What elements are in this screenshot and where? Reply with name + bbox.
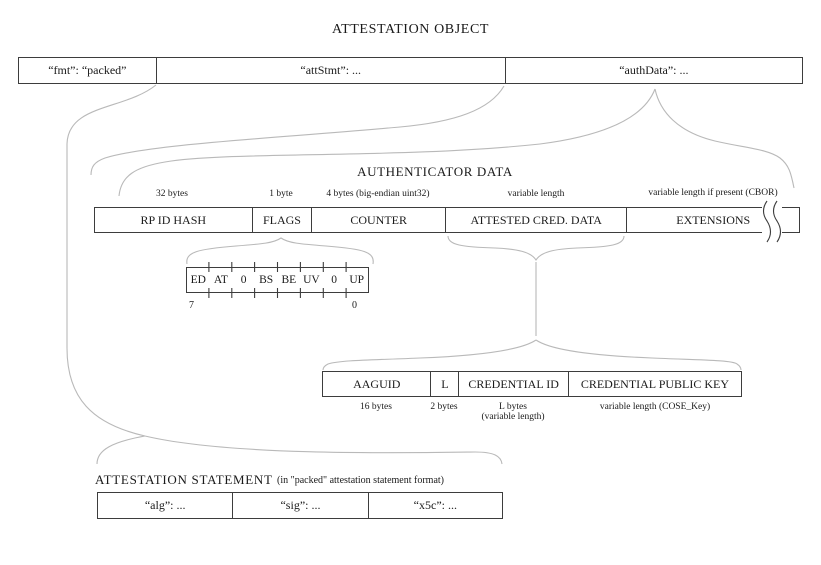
cell-sig: “sig”: ... [232, 493, 367, 518]
bit-number-7: 7 [189, 300, 194, 311]
size-label-credential-id: L bytes [499, 402, 527, 412]
size-label-aaguid: 16 bytes [360, 402, 392, 412]
brace-acd-right-arm [535, 339, 742, 371]
cell-alg: “alg”: ... [144, 498, 186, 512]
cell-credential-id: CREDENTIAL ID [458, 372, 567, 396]
cell-attested-cred-data: ATTESTED CRED. DATA [445, 208, 626, 232]
cell-x5c: “x5c”: ... [367, 493, 502, 518]
brace-attstmt-left-arm [96, 435, 146, 465]
bit-ed: ED [190, 274, 206, 286]
cell-rp-id-hash: RP ID HASH [140, 212, 207, 227]
bit-zero-1: 0 [331, 274, 337, 286]
cell-counter: COUNTER [311, 208, 445, 232]
cell-authdata: “authData”: ... [504, 58, 802, 83]
cell-l: L [430, 372, 458, 396]
authenticator-data-heading: AUTHENTICATOR DATA [357, 164, 513, 179]
bit-zero-5: 0 [240, 274, 247, 286]
attestation-statement-row: “alg”: ... “sig”: ... “x5c”: ... [97, 492, 503, 519]
brace-acd-left-arm [322, 339, 537, 371]
attestation-object-row: “fmt”: “packed” “attStmt”: ... “authData… [18, 57, 803, 84]
cell-extensions: EXTENSIONS [626, 208, 799, 232]
brace-flags [186, 237, 374, 265]
bit-at: AT [213, 274, 228, 286]
brace-authdata-right-arm [654, 88, 795, 189]
size-label-acd: variable length [507, 189, 565, 199]
bit-bs: BS [259, 274, 274, 286]
diagram-title: ATTESTATION OBJECT [331, 22, 490, 37]
size-label-credential-id-2: (variable length) [481, 412, 545, 422]
attestation-statement-subheading: (in "packed" attestation statement forma… [277, 475, 444, 486]
connector-attstmt-left [66, 84, 157, 437]
bit-number-0: 0 [352, 300, 357, 311]
bit-uv: UV [303, 274, 320, 286]
brace-attstmt-right-arm [144, 435, 503, 465]
attested-cred-data-row: AAGUID L CREDENTIAL ID CREDENTIAL PUBLIC… [322, 371, 742, 397]
bit-be: BE [281, 274, 297, 286]
cell-fmt: “fmt”: “packed” [48, 63, 127, 77]
size-label-l: 2 bytes [430, 402, 458, 412]
bit-up: UP [349, 274, 365, 286]
cell-aaguid: AAGUID [353, 376, 401, 391]
flags-bitfield: ED AT 0 BS BE UV 0 UP [186, 267, 369, 293]
size-label-counter: 4 bytes (big-endian uint32) [326, 189, 430, 199]
cell-attstmt: “attStmt”: ... [155, 58, 505, 83]
cell-credential-public-key: CREDENTIAL PUBLIC KEY [567, 372, 741, 396]
size-label-rpidhash: 32 bytes [156, 189, 188, 199]
authenticator-data-row: RP ID HASH FLAGS COUNTER ATTESTED CRED. … [94, 207, 800, 233]
size-label-cose-key: variable length (COSE_Key) [599, 402, 711, 412]
attestation-statement-heading: ATTESTATION STATEMENT [95, 472, 273, 487]
cell-flags: FLAGS [251, 208, 312, 232]
brace-acd-gather [447, 235, 625, 262]
size-label-extensions: variable length if present (CBOR) [648, 188, 778, 198]
connector-attstmt-right [90, 85, 505, 176]
